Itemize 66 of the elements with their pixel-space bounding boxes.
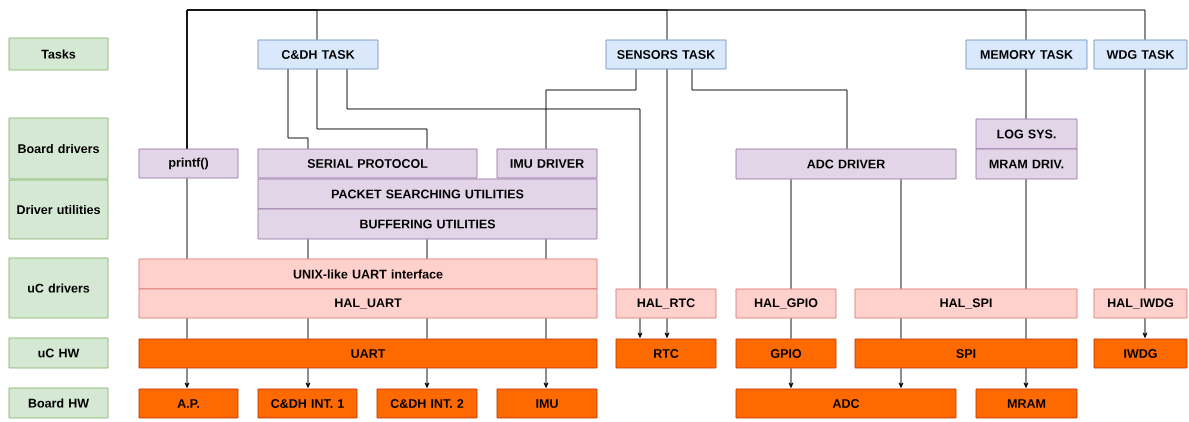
connector-line [426, 238, 428, 260]
hardware-box: UART [138, 338, 598, 369]
arrow [1142, 317, 1148, 338]
connector-line [287, 68, 309, 150]
connector-line [1144, 68, 1146, 290]
layer-label-box: Driver utilities [8, 179, 109, 240]
hal-box: HAL_GPIO [735, 288, 837, 319]
arrow [1023, 367, 1029, 388]
connector-line [186, 177, 188, 260]
task-box: WDG TASK [1093, 39, 1188, 70]
hardware-box: C&DH INT. 2 [376, 388, 478, 419]
driver-box: BUFFERING UTILITIES [257, 208, 598, 240]
driver-box: ADC DRIVER [735, 148, 957, 180]
hal-box: HAL_SPI [854, 288, 1078, 319]
connector-line [1025, 68, 1027, 120]
hal-box: HAL_IWDG [1093, 288, 1188, 319]
hal-box: UNIX-like UART interface [138, 258, 598, 290]
driver-box: SERIAL PROTOCOL [257, 148, 478, 179]
hardware-box: ADC [735, 388, 957, 419]
connector-line [426, 317, 428, 340]
hardware-box: MRAM [975, 388, 1078, 419]
hardware-box: IMU [496, 388, 598, 419]
hardware-box: GPIO [735, 338, 837, 369]
arrow [543, 367, 549, 388]
arrow [424, 367, 430, 388]
task-box: MEMORY TASK [965, 39, 1088, 70]
hardware-box: SPI [854, 338, 1078, 369]
connector-line [1025, 317, 1027, 340]
driver-box: printf() [138, 148, 239, 179]
driver-box: MRAM DRIV. [975, 148, 1078, 180]
connector-line [900, 317, 902, 340]
task-box: SENSORS TASK [605, 39, 727, 70]
hardware-box: RTC [615, 338, 717, 369]
layer-label-box: uC HW [8, 337, 109, 369]
hal-box: HAL_RTC [615, 288, 717, 319]
arrow [305, 367, 311, 388]
layer-label-box: Board HW [8, 387, 109, 419]
connector-line [545, 238, 547, 260]
connector-line [186, 317, 188, 340]
connector-line [545, 68, 637, 150]
hardware-box: IWDG [1093, 338, 1188, 369]
hal-box: HAL_UART [138, 288, 598, 319]
hardware-box: A.P. [138, 388, 239, 419]
connector-line [790, 178, 792, 290]
connector-line [307, 317, 309, 340]
hardware-box: C&DH INT. 1 [257, 388, 358, 419]
arrow [637, 317, 643, 338]
task-box: C&DH TASK [257, 39, 379, 70]
connector-line [900, 178, 902, 290]
arrow [184, 367, 190, 388]
connector-line [691, 68, 848, 150]
connector-line [790, 317, 792, 340]
arrow [664, 317, 670, 338]
layer-label-box: Tasks [8, 37, 109, 71]
connector-line [1025, 178, 1027, 290]
arrow [898, 367, 904, 388]
arrow [788, 367, 794, 388]
layer-label-box: Board drivers [8, 117, 109, 180]
connector-line [307, 238, 309, 260]
layer-label-box: uC drivers [8, 257, 109, 319]
connector-line [545, 317, 547, 340]
connector-line [346, 68, 641, 290]
connector-line [316, 68, 428, 150]
driver-box: IMU DRIVER [496, 148, 598, 179]
driver-box: LOG SYS. [975, 118, 1078, 150]
connector-line [666, 68, 668, 290]
